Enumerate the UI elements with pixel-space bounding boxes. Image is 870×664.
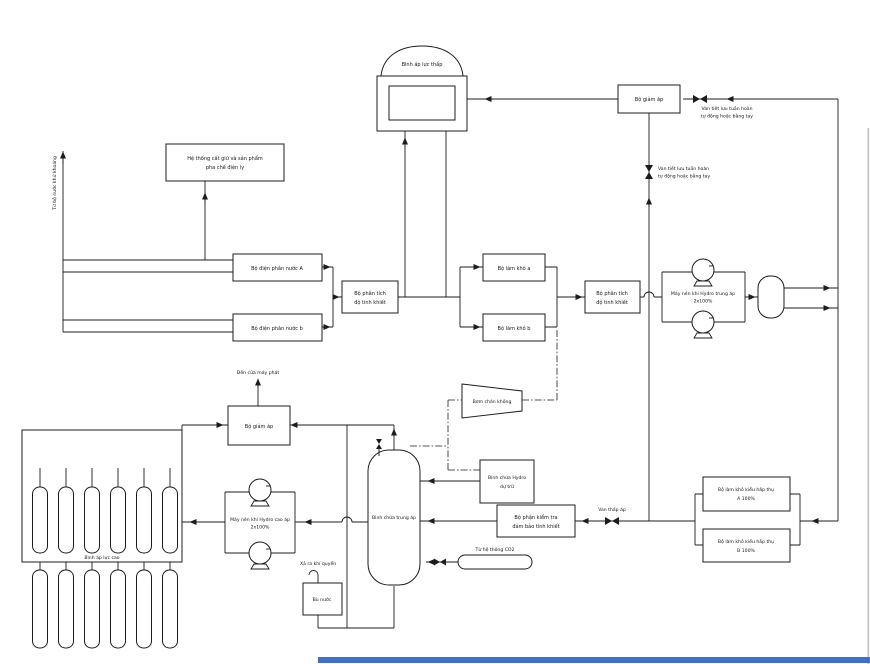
absorption-dryer-a: Bộ làm khô kiểu hấp thụ A 100% (702, 476, 791, 512)
water-makeup-unit: Bù nước (302, 582, 343, 616)
absorption-dryer-a-label-1: Bộ làm khô kiểu hấp thụ (718, 486, 774, 493)
recirc-valve-mid-label-1: Van tiết lưu tuần hoàn (658, 164, 709, 172)
mp-storage-tank: Bình chứa trung áp (367, 439, 421, 586)
pressure-reducer-bottom: Bộ giảm áp Đến cửa máy phát (227, 369, 291, 446)
demin-water-inlet: Từ bộ nước khử khoáng (51, 156, 58, 211)
h2-reserve-label-1: Bình chứa Hydro (488, 474, 526, 481)
hp-cylinder-bank: Bình áp lực cao (21, 429, 183, 649)
absorption-dryer-a-label-2: A 100% (737, 496, 755, 502)
gas-dryer-b: Bộ làm khô b (482, 313, 546, 342)
pump-icon (691, 258, 715, 287)
recirc-valve-top-label-2: tự động hoặc bằng tay (701, 113, 753, 120)
water-makeup-label: Bù nước (313, 596, 332, 603)
hp-bank-label: Bình áp lực cao (84, 554, 119, 561)
mp-compressor-label-1: Máy nén khí Hydro trung áp (671, 290, 735, 297)
valve-icon (376, 439, 382, 449)
to-generator-label: Đến cửa máy phát (237, 369, 280, 376)
purity-check-unit: Bộ phận kiểm tra đảm bảo tinh khiết (496, 504, 576, 538)
absorption-dryer-b-label-2: B 100% (737, 548, 755, 554)
pressure-reducer-top: Bộ giảm áp (617, 84, 681, 114)
gas-dryer-a-label: Bộ làm khô a (498, 265, 531, 272)
co2-system-label: Từ hệ thống CO2 (475, 546, 515, 553)
analyzer2-label-2: độ tinh khiết (596, 299, 628, 306)
lp-valve: Van thấp áp (598, 506, 626, 525)
purity-check-label-1: Bộ phận kiểm tra (514, 514, 557, 521)
valve-icon (434, 558, 446, 566)
analyzer1-label-2: độ tinh khiết (354, 299, 386, 306)
electrolyte-prep-system: Hệ thống cất giữ và sản phẩm pha chế điệ… (165, 143, 285, 182)
lp-valve-label: Van thấp áp (598, 506, 626, 513)
electrolyzer-a: Bộ điện phân nước A (232, 253, 323, 282)
analyzer2-label-1: Bộ phân tích (596, 290, 628, 297)
mp-tank-label: Bình chứa trung áp (372, 514, 416, 521)
analyzer1-label-1: Bộ phân tích (354, 290, 386, 297)
recirc-valve-mid: Van tiết lưu tuần hoàn tự động hoặc bằng… (645, 164, 710, 180)
recirc-valve-top-label-1: Van tiết lưu tuần hoàn (701, 104, 752, 112)
purity-check-label-2: đảm bảo tinh khiết (512, 523, 559, 530)
recirc-valve-mid-label-2: tự động hoặc bằng tay (658, 173, 710, 180)
prep-system-label-2: pha chế điện ly (206, 164, 244, 171)
gas-dryer-b-label: Bộ làm khô b (498, 325, 531, 332)
co2-system-inlet: Từ hệ thống CO2 (434, 546, 533, 570)
vacuum-pump-label: Bơm chân không (473, 398, 512, 405)
mp-compressor-unit: Máy nén khí Hydro trung áp 2x100% (671, 258, 735, 339)
window-bottom-bar (318, 657, 870, 663)
vent-label: Xả ra khí quyển (300, 560, 336, 567)
h2-reserve-label-2: dự trữ (500, 484, 515, 490)
pump-icon (248, 478, 272, 507)
gas-dryer-a: Bộ làm khô a (482, 253, 546, 282)
hp-compressor-unit: Máy nén khí Hydro cao áp 2x100% (230, 478, 290, 570)
purity-analyzer-2: Bộ phân tích độ tinh khiết (584, 280, 641, 314)
hp-compressor-label-2: 2x100% (251, 525, 270, 531)
absorption-dryer-b-label-1: Bộ làm khô kiểu hấp thụ (718, 538, 774, 545)
valve-icon (693, 95, 707, 103)
pump-icon (691, 310, 715, 339)
pressure-reducer-top-label: Bộ giảm áp (635, 96, 663, 103)
recirc-valve-top: Van tiết lưu tuần hoàn tự động hoặc bằng… (693, 95, 753, 120)
electrolyzer-a-label: Bộ điện phân nước A (251, 265, 303, 272)
electrolyzer-b-label: Bộ điện phân nước b (251, 325, 303, 332)
hp-compressor-label-1: Máy nén khí Hydro cao áp (230, 516, 290, 523)
pump-icon (248, 541, 272, 570)
prep-system-label-1: Hệ thống cất giữ và sản phẩm (187, 155, 263, 162)
absorption-dryer-b: Bộ làm khô kiểu hấp thụ B 100% (702, 528, 791, 563)
lp-gas-holder: Bình áp lực thấp (376, 45, 468, 132)
demin-water-label: Từ bộ nước khử khoáng (51, 156, 58, 211)
valve-icon (645, 165, 653, 179)
vent-to-atmosphere: Xả ra khí quyển (300, 560, 336, 567)
window-right-edge (867, 128, 870, 664)
pressure-reducer-bottom-label: Bộ giảm áp (245, 423, 273, 430)
valve-icon (605, 517, 619, 525)
purity-analyzer-1: Bộ phân tích độ tinh khiết (341, 280, 399, 314)
lp-tank-label: Bình áp lực thấp (402, 61, 443, 68)
electrolyzer-b: Bộ điện phân nước b (232, 313, 323, 342)
h2-reserve-tank: Bình chứa Hydro dự trữ (479, 459, 535, 504)
vacuum-pump: Bơm chân không (461, 383, 523, 419)
mp-compressor-label-2: 2x100% (694, 299, 713, 305)
buffer-vessel (757, 275, 785, 319)
